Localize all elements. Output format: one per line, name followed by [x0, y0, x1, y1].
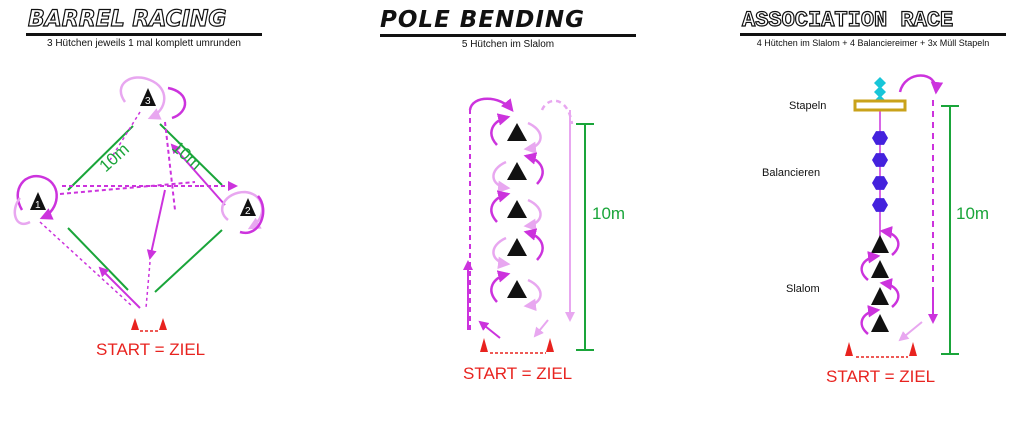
pole-title: POLE BENDING: [380, 7, 586, 33]
bucket-icon: [872, 153, 888, 167]
assoc-start: [845, 342, 917, 358]
cone-1-label: 1: [35, 200, 41, 211]
assoc-loop-arrow: [860, 305, 881, 335]
pole-loop-arrow: [490, 190, 511, 223]
cone-icon: [507, 162, 527, 180]
pole-loop-arrow: [490, 113, 511, 146]
assoc-stage-balance: Balancieren: [762, 167, 821, 179]
barrel-start-label: START = ZIEL: [96, 340, 206, 359]
assoc-title: ASSOCIATION RACE: [741, 7, 954, 33]
cone-icon: [871, 314, 889, 332]
pole-loop-arrow: [490, 270, 511, 303]
cone-icon: [507, 280, 527, 298]
assoc-subtitle: 4 Hütchen im Slalom + 4 Balanciereimer +…: [756, 38, 990, 48]
bucket-icon: [872, 131, 888, 145]
cone-icon: [871, 287, 889, 305]
barrel-subtitle: 3 Hütchen jeweils 1 mal komplett umrunde…: [47, 38, 241, 49]
pole-title-rule: [380, 34, 636, 37]
pole-course: [463, 97, 594, 351]
cone-icon: [871, 235, 889, 253]
cone-icon: [507, 123, 527, 141]
assoc-stage-stack: Stapeln: [789, 100, 827, 112]
pole-loop-arrow: [492, 160, 511, 194]
pole-subtitle: 5 Hütchen im Slalom: [461, 39, 555, 50]
assoc-stage-slalom: Slalom: [786, 283, 820, 295]
bucket-icon: [872, 176, 888, 190]
barrel-title: BARREL RACING: [27, 6, 227, 32]
assoc-loop-arrow: [879, 278, 900, 308]
pole-loop-arrow: [523, 152, 544, 185]
assoc-slalom-cones: [860, 226, 900, 335]
pole-distance: 10m: [592, 204, 626, 223]
pole-slalom-loops: [490, 113, 544, 312]
assoc-title-rule: [740, 33, 1006, 36]
assoc-start-label: START = ZIEL: [826, 367, 936, 386]
assoc-distance: 10m: [956, 204, 990, 223]
pole-start-label: START = ZIEL: [463, 364, 573, 383]
cone-3-label: 3: [145, 96, 151, 107]
cone-2-label: 2: [245, 206, 251, 217]
cone-icon: [507, 200, 527, 218]
cone-icon: [507, 238, 527, 256]
assoc-loop-arrow: [879, 226, 900, 256]
cone-icon: [871, 260, 889, 278]
pole-loop-arrow: [492, 236, 511, 270]
pole-start: [480, 338, 554, 354]
assoc-loop-arrow: [860, 251, 881, 281]
pole-loop-arrow: [523, 198, 542, 232]
barrel-title-rule: [26, 33, 262, 36]
barrel-course: [13, 76, 265, 332]
pole-loop-arrow: [523, 278, 542, 312]
assoc-course: [853, 74, 959, 355]
assoc-balance-buckets: [872, 131, 888, 212]
pole-loop-arrow: [523, 121, 542, 155]
bucket-icon: [872, 198, 888, 212]
pole-loop-arrow: [523, 228, 544, 261]
